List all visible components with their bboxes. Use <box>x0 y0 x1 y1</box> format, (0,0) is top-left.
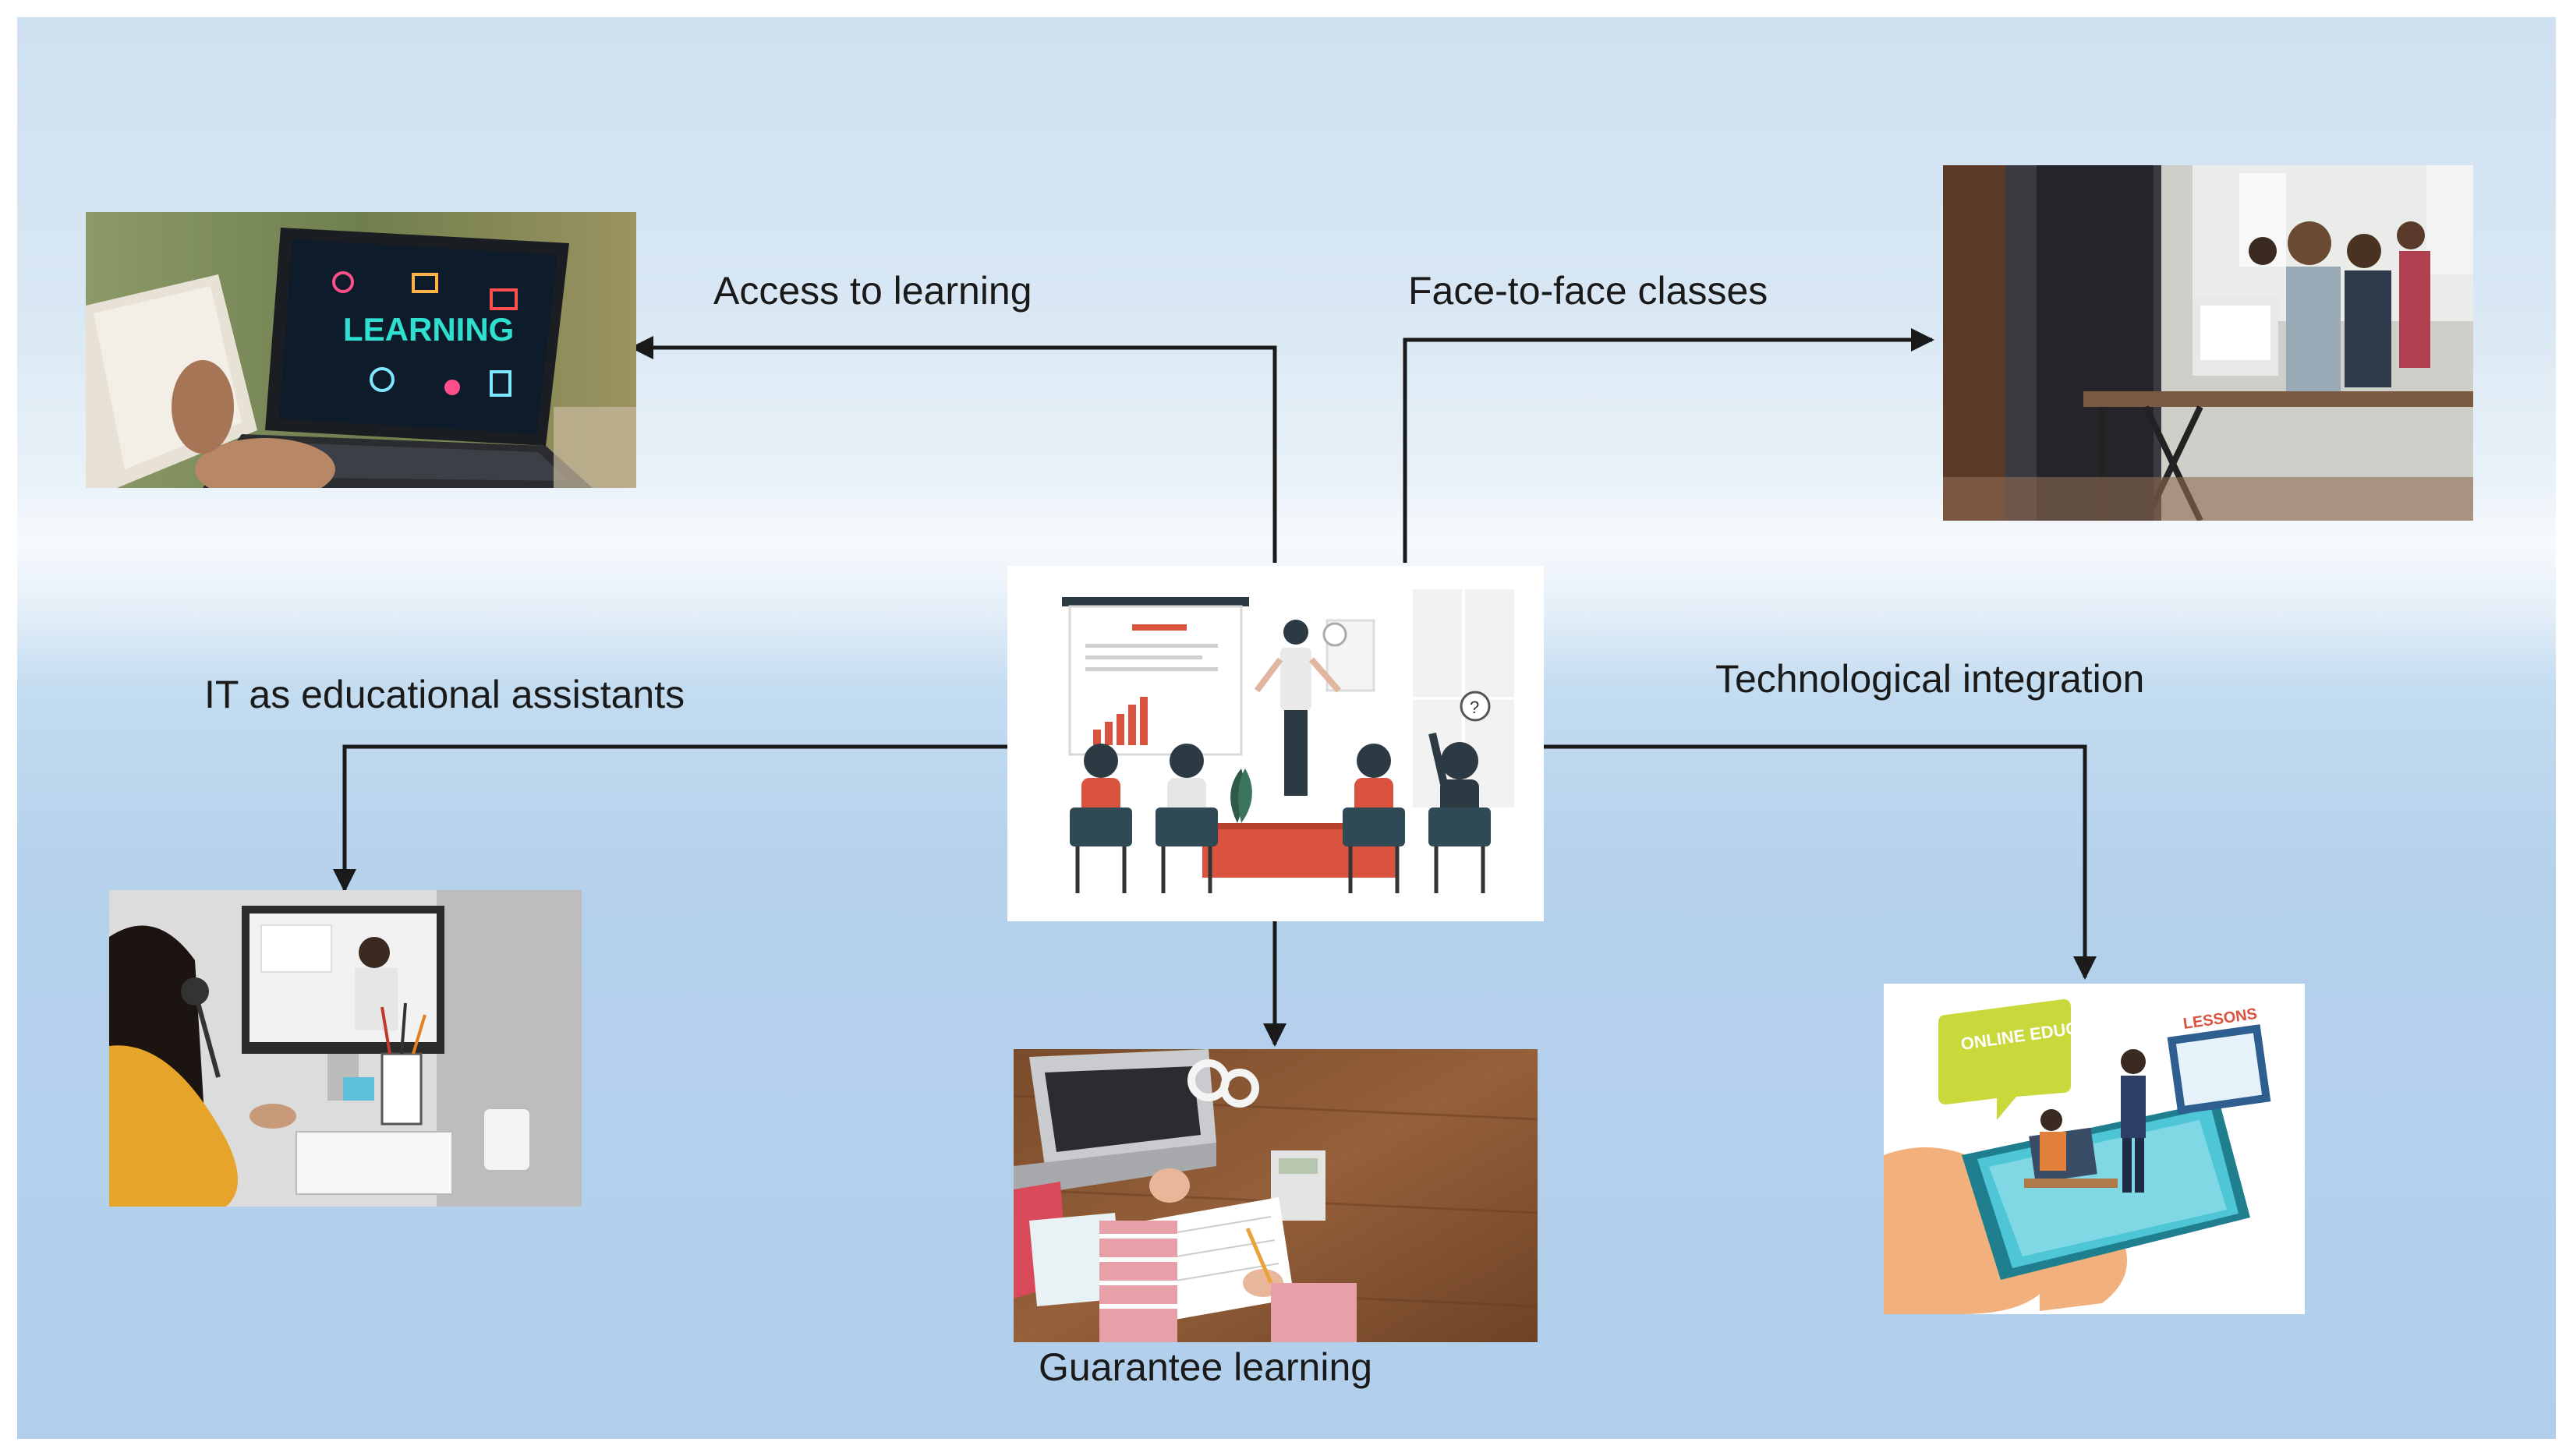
student-2 <box>1156 744 1218 893</box>
desk-study-photo <box>1014 1049 1538 1342</box>
arrow-to-it <box>333 744 1007 892</box>
classroom-photo <box>1943 165 2473 521</box>
student-4 <box>1428 732 1491 893</box>
laptop-learning-photo: LEARNING <box>86 212 636 488</box>
laptop-screen-text: LEARNING <box>343 311 514 348</box>
label-access-to-learning: Access to learning <box>713 269 1032 313</box>
arrow-to-tech <box>1543 744 2097 980</box>
phone-online-education-photo: ONLINE EDUCATION LESSONS <box>1884 984 2305 1314</box>
connector-layer <box>333 328 2097 1047</box>
arrow-to-face <box>1403 328 1934 563</box>
label-technological-integration: Technological integration <box>1715 657 2145 701</box>
classroom-illustration: ? <box>1007 566 1544 921</box>
label-face-to-face-classes: Face-to-face classes <box>1408 269 1768 313</box>
student-3 <box>1343 744 1405 893</box>
video-call-photo <box>109 890 582 1207</box>
label-it-educational-assistants: IT as educational assistants <box>204 673 685 716</box>
label-guarantee-learning: Guarantee learning <box>1039 1345 1373 1389</box>
svg-text:?: ? <box>1470 698 1479 717</box>
arrow-to-access <box>630 336 1277 563</box>
diagram-canvas: Access to learning Face-to-face classes … <box>17 17 2556 1439</box>
student-1 <box>1070 744 1132 893</box>
